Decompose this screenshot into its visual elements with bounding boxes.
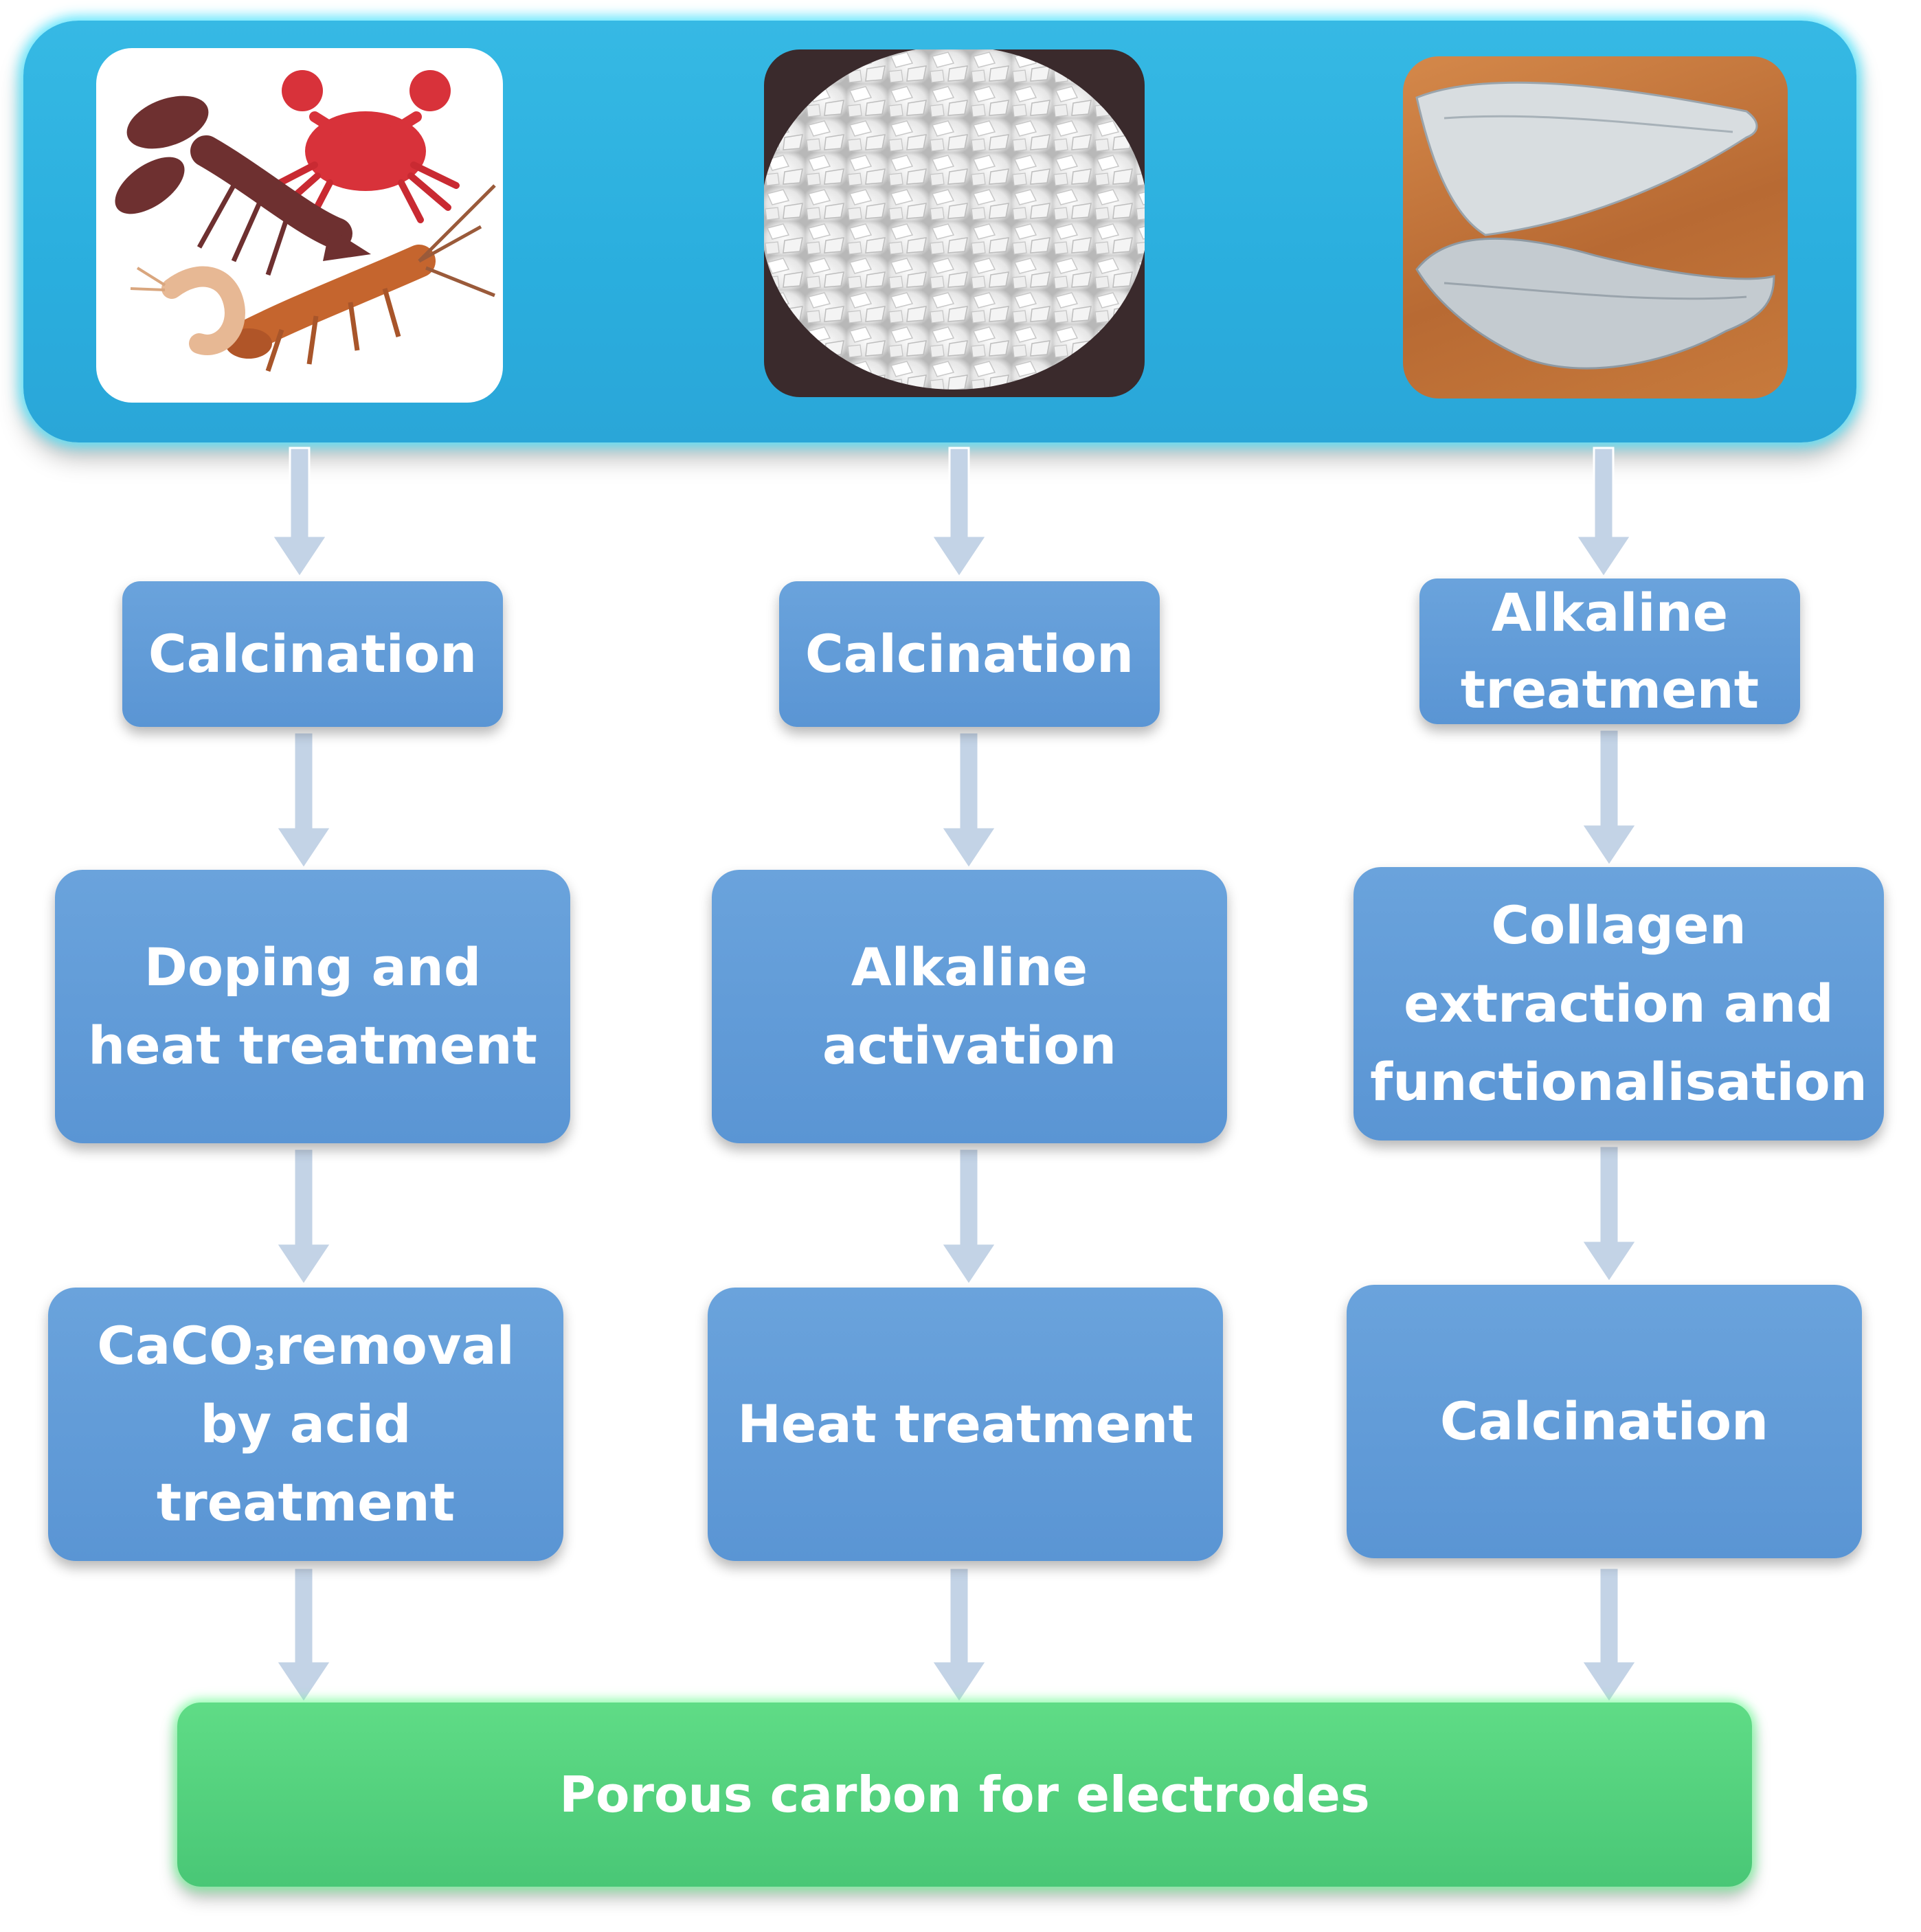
- shrimp-icon: [130, 266, 245, 355]
- white-flakes-image: [764, 49, 1145, 397]
- fish-fillets-illustration: [1415, 81, 1775, 370]
- arrow-col1-3: [274, 1147, 333, 1287]
- porous-carbon-output-box: Porous carbon for electrodes: [177, 1703, 1752, 1887]
- col1-step1-label: Calcination: [148, 623, 478, 684]
- crustaceans-image: [96, 48, 503, 403]
- col2-step2-label: Alkaline activation: [822, 936, 1117, 1076]
- col3-step3-box: Calcination: [1347, 1285, 1862, 1558]
- col2-step3-label: Heat treatment: [737, 1393, 1193, 1454]
- col1-step1-box: Calcination: [122, 581, 503, 727]
- fish-fillet-icon: [1415, 81, 1758, 236]
- arrow-col2-2: [939, 731, 998, 870]
- lobster-icon: [115, 96, 371, 276]
- arrow-col3-3: [1580, 1145, 1639, 1284]
- col3-step2-box: Collagen extraction and functionalisatio…: [1353, 867, 1884, 1141]
- crustaceans-illustration: [115, 70, 496, 372]
- arrow-col2-3: [939, 1147, 998, 1287]
- arrow-col3-4: [1580, 1566, 1639, 1705]
- arrow-col1-4: [274, 1566, 333, 1705]
- col3-step2-label: Collagen extraction and functionalisatio…: [1370, 895, 1867, 1112]
- col2-step3-box: Heat treatment: [708, 1288, 1223, 1561]
- white-flakes-texture: [764, 49, 1145, 390]
- spiny-lobster-icon: [225, 184, 496, 372]
- col3-step1-label: Alkaline treatment: [1460, 582, 1760, 720]
- fish-fillet-image: [1403, 56, 1788, 398]
- arrow-col2-4: [930, 1566, 989, 1705]
- col2-step1-box: Calcination: [779, 581, 1160, 727]
- col1-step2-label: Doping and heat treatment: [88, 936, 537, 1076]
- arrow-col1-1: [270, 447, 329, 579]
- crab-icon: [271, 70, 460, 223]
- col3-step1-box: Alkaline treatment: [1419, 579, 1800, 724]
- col3-step3-label: Calcination: [1439, 1391, 1769, 1452]
- arrow-col2-1: [930, 447, 989, 579]
- output-label: Porous carbon for electrodes: [559, 1766, 1370, 1823]
- fish-fillet-icon: [1415, 237, 1775, 370]
- col2-step1-label: Calcination: [805, 623, 1134, 684]
- col1-step2-box: Doping and heat treatment: [55, 870, 570, 1143]
- arrow-col3-1: [1574, 447, 1633, 579]
- arrow-col1-2: [274, 731, 333, 870]
- arrow-col3-2: [1580, 728, 1639, 868]
- col2-step2-box: Alkaline activation: [712, 870, 1227, 1143]
